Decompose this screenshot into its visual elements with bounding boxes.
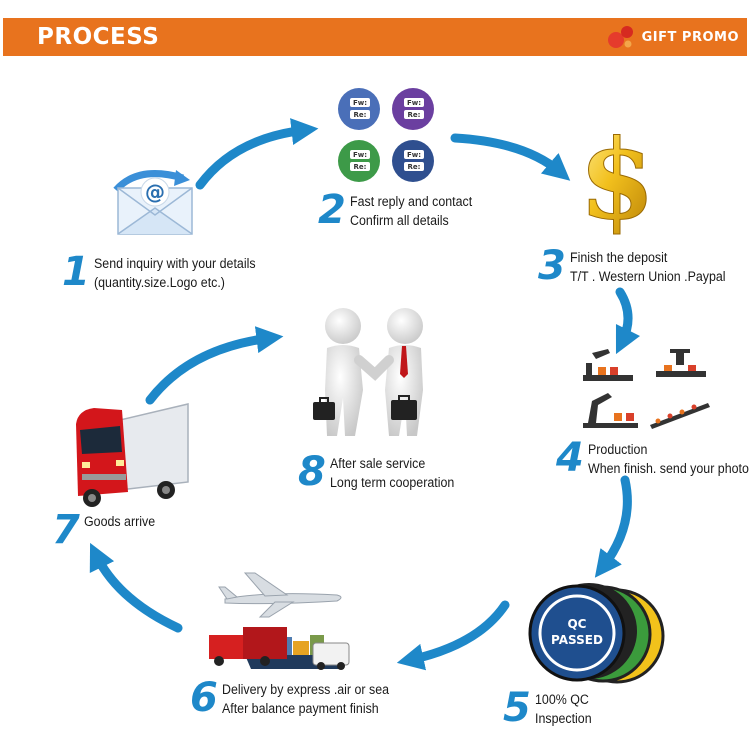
arrow-1-to-2: [195, 118, 319, 190]
step-number: 7: [52, 507, 80, 553]
fw-label: Fw:: [407, 99, 421, 107]
step-7: 7 Goods arrive: [52, 510, 161, 550]
arrow-6-to-7: [89, 542, 183, 633]
re-label: Re:: [354, 163, 367, 171]
step-2: 2 Fast reply and contact Confirm all det…: [318, 190, 483, 230]
handshake-icon: [305, 302, 445, 447]
step-5: 5 100% QC Inspection: [503, 688, 596, 728]
svg-text:$: $: [582, 120, 652, 235]
reply-forward-icons: Fw: Re: Fw: Re: Fw: Re: Fw: Re:: [335, 86, 439, 186]
step-number: 8: [298, 449, 326, 495]
re-label: Re:: [354, 111, 367, 119]
arrow-4-to-5: [594, 475, 632, 578]
step-number: 2: [318, 187, 346, 233]
header-bar: PROCESS GIFT PROMO: [3, 18, 747, 56]
arrow-5-to-6: [396, 600, 510, 671]
step-text-line: T/T . Western Union .Paypal: [569, 269, 726, 284]
step-text-line: Long term cooperation: [329, 475, 455, 490]
step-number: 3: [538, 243, 566, 289]
step-4: 4 Production When finish. send your phot…: [556, 438, 750, 478]
re-label: Re:: [408, 163, 421, 171]
step-text-line: (quantity.size.Logo etc.): [93, 275, 225, 290]
email-icon: @: [108, 160, 203, 245]
step-number: 1: [62, 249, 90, 295]
step-6: 6 Delivery by express .air or sea After …: [190, 678, 403, 718]
step-text-line: Goods arrive: [83, 514, 155, 529]
fw-label: Fw:: [353, 151, 367, 159]
step-text-line: Finish the deposit: [569, 250, 668, 265]
badge-line-1: QC: [567, 617, 586, 631]
step-text-line: Confirm all details: [349, 213, 449, 228]
step-number: 4: [556, 435, 584, 481]
step-text-line: Fast reply and contact: [349, 194, 473, 209]
step-text-line: 100% QC: [534, 692, 589, 707]
step-text-line: Delivery by express .air or sea: [221, 682, 389, 697]
re-label: Re:: [408, 111, 421, 119]
page-title: PROCESS: [37, 24, 160, 50]
badge-line-2: PASSED: [551, 633, 603, 647]
fw-label: Fw:: [353, 99, 367, 107]
transport-icon: [205, 565, 355, 680]
dollar-sign-icon: $: [578, 115, 656, 245]
step-text-line: After sale service: [329, 456, 426, 471]
factory-icons: [578, 345, 713, 440]
step-text-line: When finish. send your photo: [587, 461, 749, 476]
step-text-line: After balance payment finish: [221, 701, 379, 716]
arrow-7-to-8: [145, 326, 284, 405]
brand-logo: GIFT PROMO: [606, 23, 739, 51]
step-8: 8 After sale service Long term cooperati…: [298, 452, 465, 492]
logo-bubbles-icon: [607, 26, 633, 48]
svg-text:@: @: [145, 180, 165, 204]
arrow-2-to-3: [450, 133, 571, 181]
logo-text: GIFT PROMO: [641, 29, 739, 45]
step-text-line: Production: [587, 442, 648, 457]
step-1: 1 Send inquiry with your details (quanti…: [62, 252, 269, 292]
step-3: 3 Finish the deposit T/T . Western Union…: [538, 246, 739, 286]
qc-passed-badge: QC PASSED: [525, 578, 665, 693]
fw-label: Fw:: [407, 151, 421, 159]
arrow-3-to-4: [615, 287, 641, 355]
step-number: 6: [190, 675, 218, 721]
step-text-line: Inspection: [534, 711, 592, 726]
step-number: 5: [503, 685, 531, 731]
step-text-line: Send inquiry with your details: [93, 256, 256, 271]
truck-icon: [70, 402, 195, 517]
